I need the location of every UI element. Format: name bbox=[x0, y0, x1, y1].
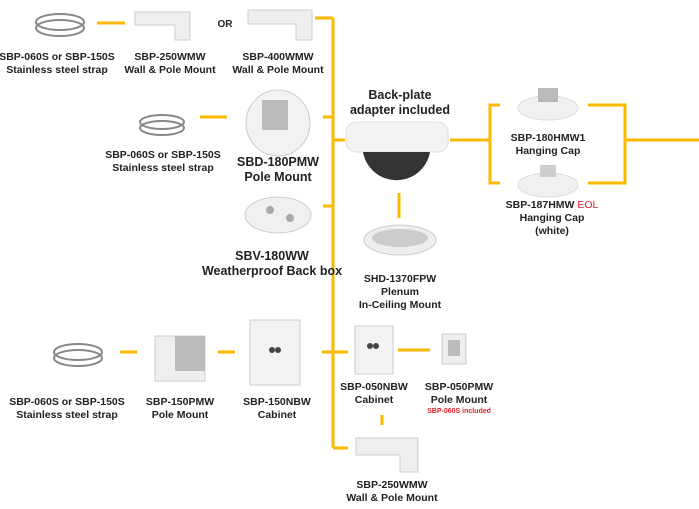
desc: Stainless steel strap bbox=[16, 409, 118, 421]
desc: Wall & Pole Mount bbox=[346, 492, 438, 504]
desc2: In-Ceiling Mount bbox=[358, 299, 442, 311]
desc: Wall & Pole Mount bbox=[124, 64, 216, 76]
model: SBP-050NBW bbox=[340, 381, 408, 393]
cabinet-icon bbox=[249, 319, 301, 386]
model: SBV-180WW bbox=[235, 249, 309, 263]
desc: Hanging Cap bbox=[515, 145, 581, 157]
strap-icon bbox=[53, 343, 103, 367]
model: SHD-1370FPW bbox=[363, 273, 437, 285]
desc: Pole Mount bbox=[430, 394, 488, 406]
model: SBP-250WMW bbox=[134, 51, 206, 63]
desc: Pole Mount bbox=[151, 409, 209, 421]
desc2: (white) bbox=[535, 225, 569, 237]
wall-mount-icon bbox=[134, 11, 191, 41]
pole-mount-icon bbox=[245, 89, 311, 157]
desc: Cabinet bbox=[354, 394, 394, 406]
wall-mount-icon bbox=[355, 437, 419, 473]
desc: Stainless steel strap bbox=[112, 162, 214, 174]
desc: Wall & Pole Mount bbox=[232, 64, 324, 76]
desc: Cabinet bbox=[257, 409, 297, 421]
note: SBP-060S included bbox=[427, 408, 491, 415]
model: SBP-060S or SBP-150S bbox=[0, 51, 115, 63]
connector-caps-out bbox=[588, 103, 699, 185]
plenum-mount-icon bbox=[363, 224, 437, 256]
desc: Pole Mount bbox=[244, 170, 312, 184]
model: SBP-050PMW bbox=[424, 381, 494, 393]
line1: Back-plate bbox=[368, 88, 432, 102]
strap-icon bbox=[139, 114, 185, 136]
connector-camera-caps bbox=[450, 103, 500, 185]
desc: Weatherproof Back box bbox=[201, 264, 343, 278]
or-label: OR bbox=[218, 19, 234, 30]
model: SBP-187HMW bbox=[505, 199, 575, 211]
desc: Stainless steel strap bbox=[6, 64, 108, 76]
model: SBP-180HMW1 bbox=[510, 132, 586, 144]
model: SBP-250WMW bbox=[356, 479, 428, 491]
model: SBP-400WMW bbox=[242, 51, 314, 63]
hanging-cap-icon bbox=[517, 88, 579, 121]
wall-mount-icon bbox=[247, 9, 313, 41]
model: SBD-180PMW bbox=[237, 155, 319, 169]
cabinet-icon bbox=[354, 325, 394, 375]
model: SBP-150NBW bbox=[243, 396, 311, 408]
model: SBP-060S or SBP-150S bbox=[9, 396, 125, 408]
hanging-cap-icon bbox=[517, 165, 579, 198]
pole-mount-icon bbox=[154, 335, 206, 382]
desc1: Plenum bbox=[381, 286, 419, 298]
camera-icon bbox=[345, 121, 449, 181]
eol-badge: EOL bbox=[577, 199, 599, 211]
model: SBP-150PMW bbox=[145, 396, 215, 408]
line2: adapter included bbox=[349, 103, 451, 117]
back-box-icon bbox=[244, 196, 312, 234]
model: SBP-060S or SBP-150S bbox=[105, 149, 221, 161]
pole-mount-icon bbox=[441, 333, 467, 365]
desc: Hanging Cap bbox=[519, 212, 585, 224]
strap-icon bbox=[35, 13, 85, 37]
